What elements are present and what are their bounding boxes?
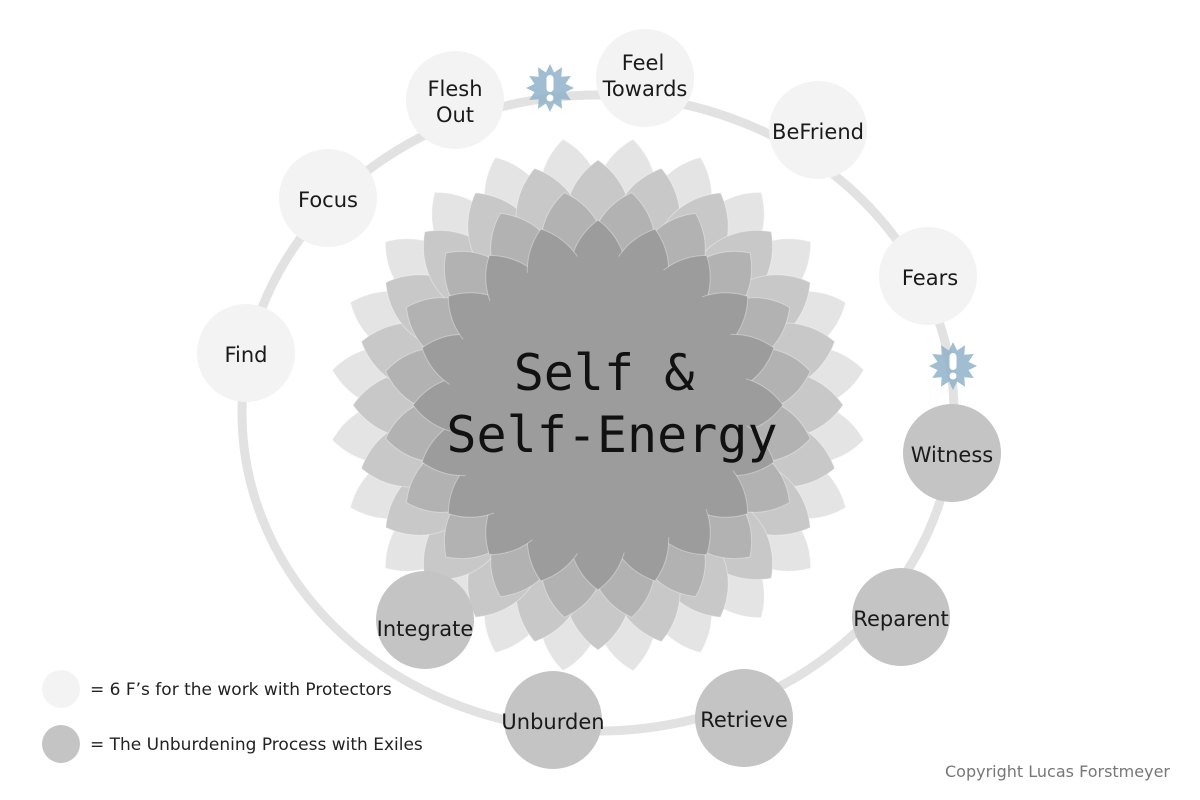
step-witness[interactable]: Witness (903, 404, 1001, 502)
step-feel-towards[interactable]: Feel Towards (596, 29, 694, 127)
step-label: Feel (622, 51, 665, 75)
step-label: Flesh (427, 77, 482, 101)
step-unburden[interactable]: Unburden (501, 671, 605, 769)
step-label: Out (436, 103, 474, 127)
step-flesh-out[interactable]: Flesh Out (406, 51, 504, 149)
center-title-line-2: Self-Energy (446, 406, 777, 464)
step-label: Retrieve (700, 708, 788, 732)
step-befriend[interactable]: BeFriend (769, 81, 867, 179)
step-fears[interactable]: Fears (879, 227, 977, 325)
step-focus[interactable]: Focus (279, 149, 377, 247)
step-reparent[interactable]: Reparent (852, 568, 950, 666)
step-label: Fears (902, 266, 958, 290)
legend-exile-swatch (42, 725, 80, 763)
step-integrate[interactable]: Integrate (376, 571, 474, 669)
step-label: BeFriend (772, 120, 864, 144)
step-find[interactable]: Find (197, 304, 295, 402)
step-retrieve[interactable]: Retrieve (695, 669, 793, 767)
step-label: Towards (602, 77, 688, 101)
legend-protector-swatch (42, 670, 80, 708)
step-label: Witness (911, 443, 993, 467)
center-title-line-1: Self & (514, 344, 695, 402)
legend-exile-label: = The Unburdening Process with Exiles (90, 735, 423, 755)
step-label: Reparent (853, 607, 948, 631)
step-label: Unburden (501, 710, 604, 734)
legend-protector-label: = 6 F’s for the work with Protectors (90, 680, 392, 700)
lotus-flower (331, 138, 865, 672)
step-label: Focus (298, 188, 358, 212)
lotus-core (448, 255, 748, 555)
step-label: Find (224, 343, 267, 367)
exclamation-star-icon (929, 342, 977, 390)
copyright-notice: Copyright Lucas Forstmeyer (945, 762, 1170, 781)
exclamation-star-icon (526, 64, 574, 112)
step-label: Integrate (377, 617, 474, 641)
